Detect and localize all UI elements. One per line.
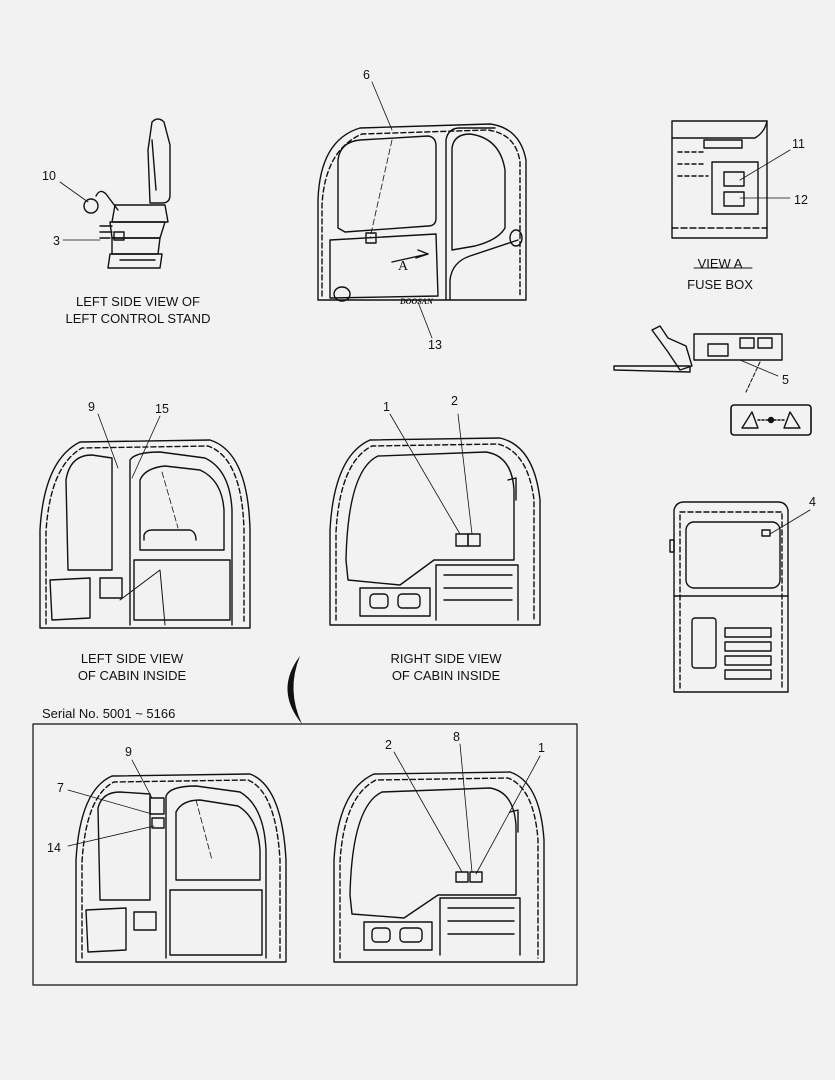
caption-view-a: VIEW A FUSE BOX [670, 255, 770, 293]
callout-number: 3 [53, 234, 60, 248]
callout-number: 9 [125, 745, 132, 759]
view-a-marker: A [398, 259, 409, 274]
seat-drawing [95, 118, 171, 269]
callout-number: 14 [47, 841, 61, 855]
callout-10-circle [83, 198, 99, 214]
caption-line: FUSE BOX [687, 277, 753, 292]
serial-detail-frame [32, 723, 578, 986]
callout-number: 12 [794, 193, 808, 207]
left-cabin-inside-drawing [39, 439, 251, 629]
control-lever-drawing [613, 325, 783, 373]
caption-line: OF CABIN INSIDE [77, 668, 187, 683]
callout-number: 4 [809, 495, 816, 509]
brand-mark: DOOSAN [399, 297, 434, 306]
callout-number: 9 [88, 400, 95, 414]
caption-line: LEFT SIDE VIEW [80, 651, 184, 666]
callout-number: 11 [792, 137, 805, 151]
callout-number: 2 [385, 738, 392, 752]
callout-number: 10 [42, 169, 56, 183]
warning-decal [730, 404, 812, 436]
cabin-rear-drawing [669, 501, 789, 693]
callout-number: 7 [57, 781, 64, 795]
callout-number: 2 [451, 394, 458, 408]
callout-number: 1 [383, 400, 390, 414]
right-cabin-inside-drawing [329, 437, 541, 626]
caption-left-control-stand: LEFT SIDE VIEW OF LEFT CONTROL STAND [48, 293, 228, 327]
callout-number: 15 [155, 402, 169, 416]
right-cabin-inside-serial-drawing [333, 771, 545, 963]
callout-number: 13 [428, 338, 442, 352]
callout-number: 8 [453, 730, 460, 744]
fuse-box-drawing [671, 120, 768, 239]
cabin-exterior-drawing [317, 123, 527, 302]
caption-line: RIGHT SIDE VIEW [390, 651, 502, 666]
serial-number-label: Serial No. 5001 ~ 5166 [42, 706, 176, 721]
left-cabin-inside-serial-drawing [75, 773, 287, 963]
caption-line: VIEW A [697, 256, 743, 271]
caption-right-cabin-inside: RIGHT SIDE VIEW OF CABIN INSIDE [366, 650, 526, 684]
caption-left-cabin-inside: LEFT SIDE VIEW OF CABIN INSIDE [52, 650, 212, 684]
caption-line: OF CABIN INSIDE [391, 668, 501, 683]
caption-line: LEFT SIDE VIEW OF [75, 294, 200, 309]
callout-number: 1 [538, 741, 545, 755]
crescent-mark [287, 656, 302, 724]
callout-number: 5 [782, 373, 789, 387]
caption-line: LEFT CONTROL STAND [65, 311, 211, 326]
callout-number: 6 [363, 68, 370, 82]
